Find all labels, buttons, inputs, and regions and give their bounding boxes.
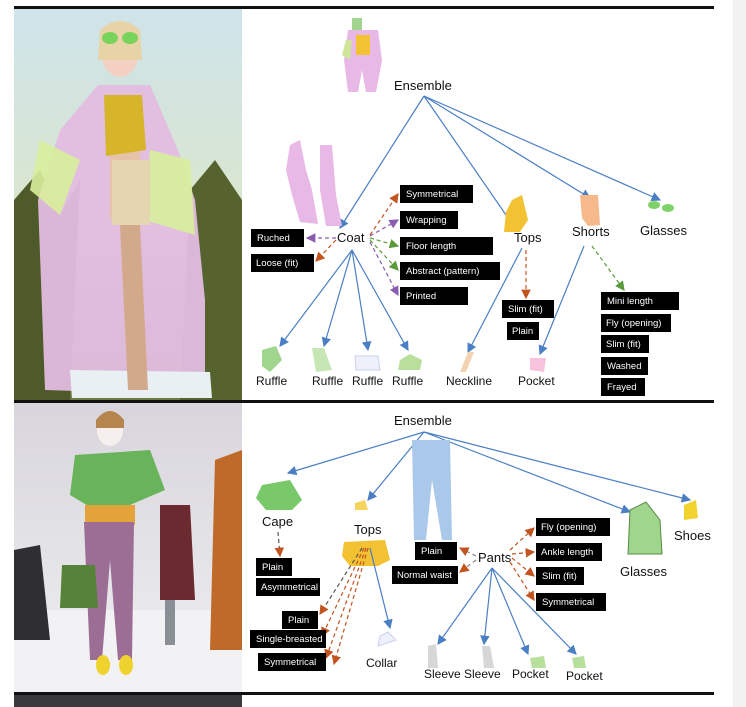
- attr-plain-pants: Plain: [421, 546, 442, 557]
- attr-symmetrical-tops-bottom: Symmetrical: [264, 657, 316, 668]
- garment-pants: Pants: [478, 550, 512, 565]
- attr-symmetrical-top: Symmetrical: [406, 189, 458, 200]
- attr-loose-fit: Loose (fit): [256, 258, 298, 269]
- cape-icon: [256, 480, 302, 510]
- pants-icon: [412, 440, 452, 540]
- pocket-icon-top: [530, 358, 546, 372]
- attr-plain-tops-bottom: Plain: [288, 615, 309, 626]
- glasses-icon-bottom: [627, 501, 663, 555]
- attr-slim-fit-shorts: Slim (fit): [606, 339, 641, 350]
- ensemble-label-top: Ensemble: [394, 78, 452, 93]
- ruffle-icon-2: [312, 348, 332, 372]
- top-model-photo: [14, 9, 242, 400]
- part-ruffle-3: Ruffle: [352, 374, 383, 388]
- tops-shape: [342, 540, 390, 566]
- ruffle-icon-4: [398, 354, 422, 370]
- coat-attr-right: Symmetrical Wrapping Floor length Abstra…: [369, 185, 500, 305]
- ruffle-icon-3: [354, 355, 381, 371]
- garment-shoes: Shoes: [674, 528, 711, 543]
- ensemble-icon: [342, 18, 382, 92]
- attr-single-breasted: Single-breasted: [256, 634, 323, 645]
- garment-glasses-top: Glasses: [640, 223, 687, 238]
- attr-printed: Printed: [406, 291, 436, 302]
- attr-wrapping: Wrapping: [406, 215, 447, 226]
- neckline-icon: [460, 352, 474, 372]
- part-ruffle-4: Ruffle: [392, 374, 423, 388]
- garment-shorts: Shorts: [572, 224, 610, 239]
- attr-slim-fit-tops: Slim (fit): [508, 304, 543, 315]
- scrollbar[interactable]: [733, 0, 746, 707]
- attr-mini-length: Mini length: [607, 296, 653, 307]
- part-collar: Collar: [366, 656, 397, 670]
- pocket-icon-bottom-2: [572, 656, 586, 668]
- attr-ankle-length: Ankle length: [541, 547, 593, 558]
- part-pocket-top: Pocket: [518, 374, 555, 388]
- garment-tops-bottom: Tops: [354, 522, 382, 537]
- top-diagram: Ensemble Coat Tops Shorts Glasses Ruche: [251, 18, 687, 396]
- attr-asymmetrical: Asymmetrical: [261, 582, 318, 593]
- coat-icon: [286, 140, 342, 226]
- garment-cape: Cape: [262, 514, 293, 529]
- attr-slim-fit-pants: Slim (fit): [542, 571, 577, 582]
- pocket-icon-bottom-1: [530, 656, 546, 668]
- attr-fly-opening-shorts: Fly (opening): [606, 318, 661, 329]
- attr-washed: Washed: [607, 361, 642, 372]
- attr-floor-length: Floor length: [406, 241, 456, 252]
- bottom-diagram: Ensemble Cape Tops Glasses Shoes Plain A…: [250, 413, 711, 683]
- attr-symmetrical-pants: Symmetrical: [542, 597, 594, 608]
- collar-icon: [377, 631, 397, 647]
- attr-ruched: Ruched: [257, 233, 290, 244]
- tops-icon-bottom: [355, 500, 368, 510]
- part-neckline: Neckline: [446, 374, 492, 388]
- garment-coat: Coat: [337, 230, 365, 245]
- attr-plain-cape: Plain: [262, 562, 283, 573]
- garment-glasses-bottom: Glasses: [620, 564, 667, 579]
- part-sleeve-2: Sleeve: [464, 667, 501, 681]
- shorts-icon: [580, 195, 600, 226]
- part-ruffle-2: Ruffle: [312, 374, 343, 388]
- middle-divider: [14, 400, 714, 403]
- part-sleeve-1: Sleeve: [424, 667, 461, 681]
- coat-attr-left: Ruched Loose (fit): [251, 229, 337, 272]
- attr-frayed: Frayed: [607, 382, 637, 393]
- attr-normal-waist: Normal waist: [397, 570, 452, 581]
- part-pocket-bottom-2: Pocket: [566, 669, 603, 683]
- part-ruffle-1: Ruffle: [256, 374, 287, 388]
- ensemble-label-bottom: Ensemble: [394, 413, 452, 428]
- sleeve-icon-1: [428, 644, 438, 668]
- attr-fly-opening-pants: Fly (opening): [541, 522, 596, 533]
- attr-abstract-pattern: Abstract (pattern): [406, 266, 479, 277]
- garment-tops: Tops: [514, 230, 542, 245]
- tops-icon: [504, 195, 528, 232]
- top-border: [14, 6, 714, 9]
- ruffle-icon-1: [262, 346, 282, 372]
- part-pocket-bottom-1: Pocket: [512, 667, 549, 681]
- bottom-border: [14, 692, 714, 695]
- shoes-icon: [684, 500, 698, 520]
- glasses-icon-top: [648, 201, 674, 212]
- next-photo-strip: [14, 695, 242, 707]
- bottom-model-photo: [14, 403, 242, 692]
- attr-plain-tops: Plain: [512, 326, 533, 337]
- sleeve-icon-2: [482, 646, 494, 668]
